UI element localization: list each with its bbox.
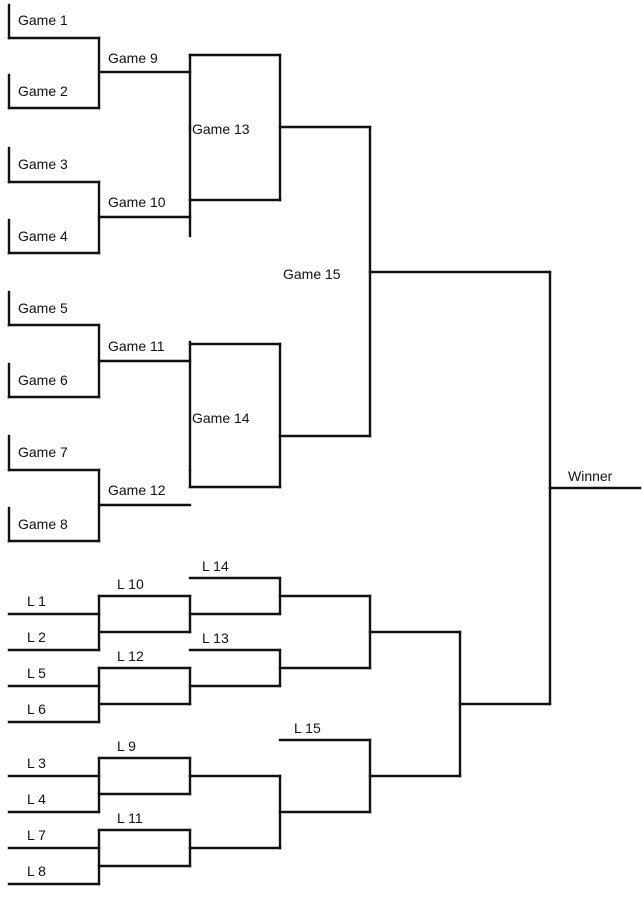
game-1-label: Game 1 bbox=[18, 12, 68, 28]
losers-round2: L 14 L 13 bbox=[188, 558, 282, 688]
l12-label: L 12 bbox=[117, 648, 144, 664]
l9-label: L 9 bbox=[117, 738, 136, 754]
game-10-label: Game 10 bbox=[108, 194, 166, 210]
l15-label: L 15 bbox=[294, 720, 321, 736]
seed-l4-label: L 4 bbox=[27, 791, 46, 807]
losers-bracket: L 1 L 2 L 5 L 6 L 3 L 4 L 7 L 8 L 10 L 1… bbox=[7, 558, 552, 886]
game-15-label: Game 15 bbox=[283, 266, 341, 282]
game-5-label: Game 5 bbox=[18, 300, 68, 316]
seed-l7-label: L 7 bbox=[27, 827, 46, 843]
game-13-label: Game 13 bbox=[192, 121, 250, 137]
game-9-label: Game 9 bbox=[108, 50, 158, 66]
winners-round1: Game 1 Game 2 Game 3 Game 4 Game 5 Game … bbox=[7, 3, 101, 543]
seed-l6-label: L 6 bbox=[27, 701, 46, 717]
losers-seeds: L 1 L 2 L 5 L 6 L 3 L 4 L 7 L 8 bbox=[7, 593, 101, 886]
seed-l5-label: L 5 bbox=[27, 665, 46, 681]
game-4-label: Game 4 bbox=[18, 228, 68, 244]
game-2-label: Game 2 bbox=[18, 83, 68, 99]
winners-round2: Game 9 Game 10 Game 11 Game 12 bbox=[97, 50, 192, 507]
l13-label: L 13 bbox=[202, 630, 229, 646]
seed-l2-label: L 2 bbox=[27, 629, 46, 645]
losers-round1: L 10 L 12 L 9 L 11 bbox=[97, 576, 192, 868]
game-6-label: Game 6 bbox=[18, 372, 68, 388]
game-3-label: Game 3 bbox=[18, 156, 68, 172]
championship: Winner bbox=[548, 270, 642, 706]
l14-label: L 14 bbox=[202, 558, 229, 574]
game-8-label: Game 8 bbox=[18, 516, 68, 532]
game-14-label: Game 14 bbox=[192, 410, 250, 426]
winners-final: Game 15 bbox=[278, 125, 552, 438]
winners-bracket: Game 1 Game 2 Game 3 Game 4 Game 5 Game … bbox=[7, 3, 552, 543]
game-12-label: Game 12 bbox=[108, 482, 166, 498]
seed-l8-label: L 8 bbox=[27, 863, 46, 879]
seed-l1-label: L 1 bbox=[27, 593, 46, 609]
game-11-label: Game 11 bbox=[108, 338, 165, 354]
winners-semifinal: Game 13 Game 14 bbox=[188, 53, 282, 489]
l11-label: L 11 bbox=[117, 810, 143, 826]
winner-label: Winner bbox=[568, 468, 613, 484]
l10-label: L 10 bbox=[117, 576, 144, 592]
seed-l3-label: L 3 bbox=[27, 755, 46, 771]
losers-final bbox=[368, 630, 552, 778]
game-7-label: Game 7 bbox=[18, 444, 68, 460]
